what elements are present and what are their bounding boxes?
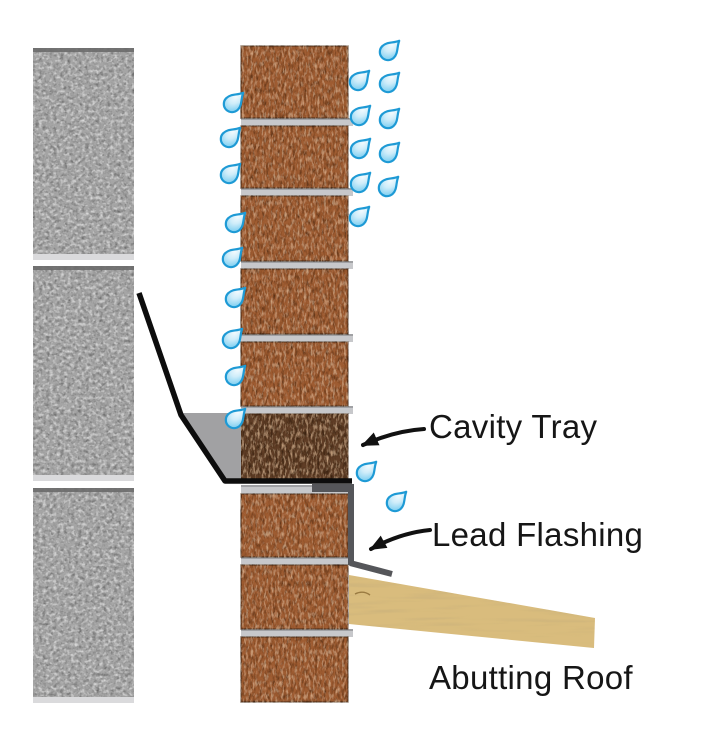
water-drop-icon	[345, 199, 377, 231]
mortar-shadow	[241, 406, 353, 408]
block-bottom-strip	[33, 697, 134, 703]
concrete-block	[33, 266, 134, 481]
concrete-block-body	[33, 48, 134, 260]
mortar-fill	[241, 629, 353, 637]
mortar-joint	[241, 118, 353, 126]
mortar-shadow	[241, 557, 353, 559]
brick-course	[240, 195, 349, 262]
cavity-tray-fill	[181, 413, 241, 481]
block-bottom-strip	[33, 475, 134, 481]
brick-course	[240, 341, 349, 407]
lead-flashing	[312, 484, 393, 577]
flashing-vertical	[348, 484, 354, 565]
mortar-fill	[241, 557, 353, 565]
mortar-fill	[241, 406, 353, 414]
mortar-fill	[241, 118, 353, 126]
concrete-block-body	[33, 488, 134, 703]
mortar-shadow	[241, 629, 353, 631]
mortar-joint	[241, 334, 353, 342]
brick-course	[240, 268, 349, 335]
mortar-joint	[241, 406, 353, 414]
mortar-fill	[241, 334, 353, 342]
mortar-fill	[241, 261, 353, 269]
water-drop-icon	[375, 33, 407, 65]
water-drop-icon	[375, 135, 407, 167]
annotation-arrow-lead-flashing	[369, 528, 432, 551]
brick-course	[240, 45, 349, 119]
flashing-slope	[349, 560, 393, 577]
lead-flashing-label: Lead Flashing	[432, 516, 644, 553]
mortar-joint	[241, 629, 353, 637]
water-drop-icon	[382, 484, 414, 516]
water-drop-icon	[345, 63, 377, 95]
mortar-shadow	[241, 261, 353, 263]
mortar-shadow	[241, 334, 353, 336]
concrete-block	[33, 488, 134, 703]
mortar-joint	[241, 557, 353, 565]
mortar-shadow	[241, 485, 353, 487]
block-top-strip	[33, 488, 134, 492]
mortar-joint	[241, 188, 353, 196]
water-drop-icon	[375, 65, 407, 97]
block-bottom-strip	[33, 254, 134, 260]
annotation-arrow-cavity-tray	[361, 427, 426, 447]
cavity-tray-label: Cavity Tray	[429, 408, 598, 445]
brick-course	[240, 636, 349, 703]
water-drop-icon	[346, 131, 378, 163]
water-drop-icon	[374, 169, 406, 201]
mortar-fill	[241, 188, 353, 196]
mortar-joints	[241, 118, 353, 637]
annotation-arrows	[361, 427, 432, 551]
cavity-tray	[136, 292, 352, 484]
brick-course	[240, 564, 349, 630]
abutting-roof-beam	[349, 575, 595, 648]
concrete-block	[33, 48, 134, 260]
mortar-shadow	[241, 188, 353, 190]
mortar-joint	[241, 485, 353, 494]
flashing-joint-tuck	[312, 484, 353, 492]
roof-beam-wood	[349, 575, 595, 648]
brick-course	[240, 493, 349, 558]
mortar-joint	[241, 261, 353, 269]
brick-course	[240, 125, 349, 189]
mortar-fill	[241, 485, 353, 494]
concrete-block-body	[33, 266, 134, 481]
block-top-strip	[33, 48, 134, 52]
roof-beam	[349, 575, 595, 648]
water-drop-icon	[375, 101, 407, 133]
wood-grain-knot	[354, 591, 371, 596]
brick-course-shaded	[240, 413, 349, 480]
inner-leaf-blockwork	[33, 48, 134, 703]
block-top-strip	[33, 266, 134, 270]
outer-leaf-brickwork	[240, 45, 349, 703]
abutting-roof-label: Abutting Roof	[429, 659, 633, 696]
mortar-shadow	[241, 118, 353, 120]
water-drop-icon	[352, 454, 384, 486]
cavity-tray-line	[136, 292, 352, 484]
